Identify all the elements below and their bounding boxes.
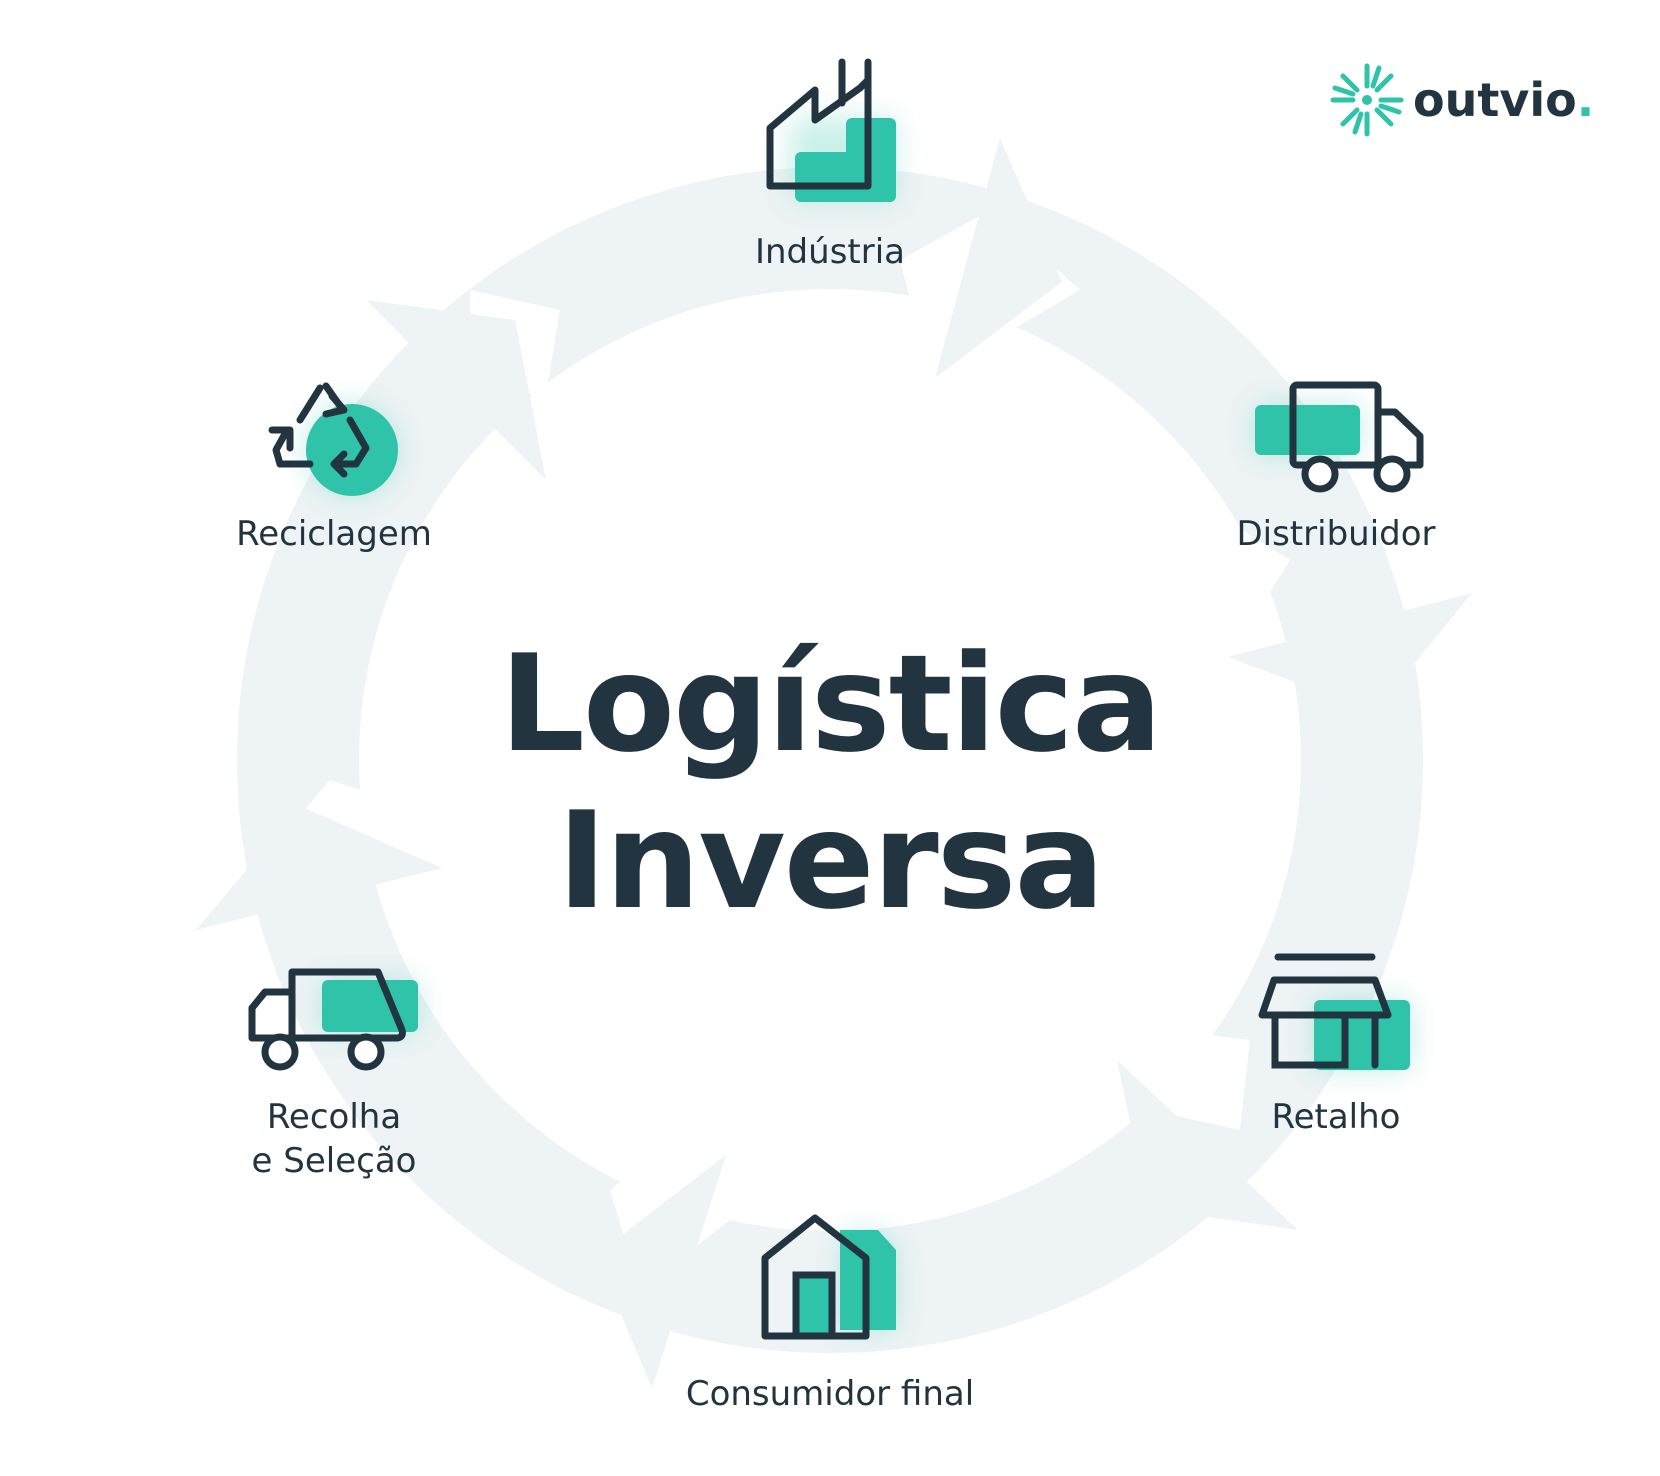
- title-line-2: Inversa: [557, 783, 1105, 939]
- arrow-head-2: [1228, 593, 1472, 712]
- stage-label-distribuidor: Distribuidor: [1236, 514, 1436, 554]
- brand-name: outvio: [1413, 73, 1577, 127]
- house-icon: [761, 1214, 896, 1340]
- arrow-head-6: [366, 300, 546, 480]
- outvio-logo-icon: [1330, 63, 1404, 137]
- brand-dot: .: [1576, 73, 1595, 127]
- stage-label-reciclagem: Reciclagem: [236, 514, 432, 554]
- stage-label-consumidor-final: Consumidor final: [685, 1374, 975, 1414]
- brand-logo: outvio.: [1413, 70, 1594, 130]
- factory-icon: [766, 58, 896, 202]
- stage-label-recolha-line-2: e Seleção: [251, 1141, 417, 1181]
- stage-label-retalho: Retalho: [1271, 1097, 1401, 1137]
- arrow-head-5: [196, 806, 442, 930]
- pickup-truck-icon: [248, 968, 418, 1071]
- arrow-head-4: [596, 1155, 726, 1388]
- truck-icon: [1255, 381, 1424, 493]
- stage-label-industria: Indústria: [754, 232, 905, 272]
- title-line-1: Logística: [499, 626, 1163, 782]
- recycle-icon: [268, 382, 398, 496]
- arrow-head-3: [1117, 1060, 1298, 1230]
- arrow-head-1: [935, 138, 1062, 378]
- stage-label-recolha-line-1: Recolha: [266, 1097, 402, 1137]
- shop-icon: [1258, 953, 1410, 1070]
